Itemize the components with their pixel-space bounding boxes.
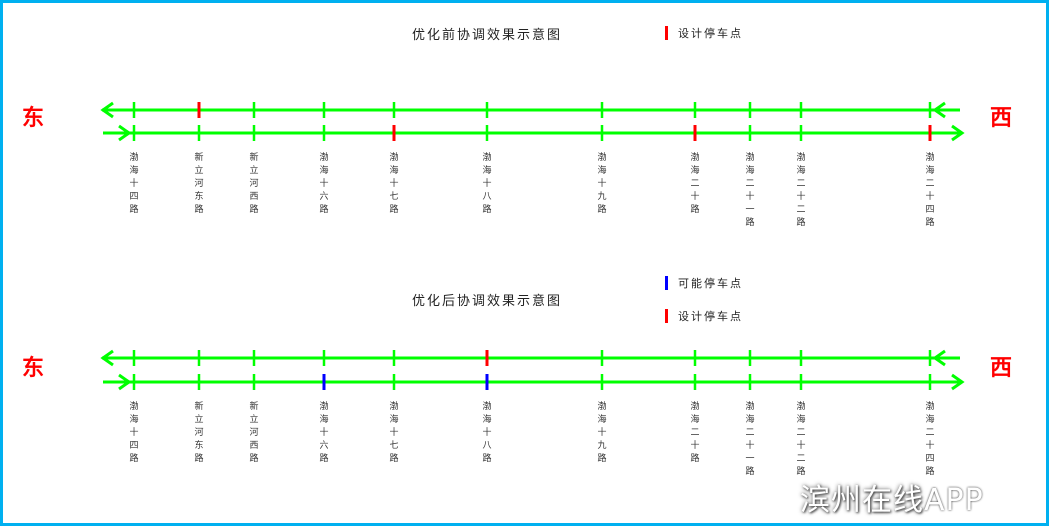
road-label: 渤海十七路: [389, 153, 399, 215]
road-label: 新立河东路: [194, 153, 204, 215]
road-label: 新立河西路: [249, 153, 259, 215]
road-label: 渤海十七路: [389, 402, 399, 464]
arrow-left-icon: [932, 349, 946, 367]
arrow-right-icon: [951, 124, 965, 142]
arrow-left-icon: [100, 101, 114, 119]
road-label: 渤海二十一路: [745, 402, 755, 477]
west-label: 西: [990, 356, 1013, 381]
arrow-right-icon: [118, 373, 132, 391]
east-label: 东: [22, 106, 45, 131]
road-label: 渤海二十路: [690, 402, 700, 464]
road-label: 新立河东路: [194, 402, 204, 464]
legend-label: 可能停车点: [678, 277, 743, 290]
red-stop-swatch-icon: [665, 26, 668, 40]
road-label: 渤海十九路: [597, 153, 607, 215]
before-title: 优化前协调效果示意图: [412, 28, 563, 43]
watermark-suffix: APP: [924, 483, 984, 518]
road-label: 渤海二十路: [690, 153, 700, 215]
legend-label: 设计停车点: [678, 310, 743, 323]
before-legend-design: 设计停车点: [665, 25, 743, 41]
road-label: 渤海二十一路: [745, 153, 755, 228]
road-label: 渤海十八路: [482, 153, 492, 215]
road-label: 渤海十四路: [129, 402, 139, 464]
arrow-right-icon: [951, 373, 965, 391]
arrow-left-icon: [100, 349, 114, 367]
watermark-logo: 滨州在线APP: [800, 486, 984, 516]
east-label: 东: [22, 356, 45, 381]
road-label: 渤海二十四路: [925, 153, 935, 228]
west-label: 西: [990, 106, 1013, 131]
road-label: 渤海二十二路: [796, 153, 806, 228]
road-label: 渤海十六路: [319, 153, 329, 215]
road-label: 渤海二十四路: [925, 402, 935, 477]
road-label: 渤海二十二路: [796, 402, 806, 477]
red-stop-swatch-icon: [665, 309, 668, 323]
road-label: 渤海十六路: [319, 402, 329, 464]
road-label: 新立河西路: [249, 402, 259, 464]
road-label: 渤海十四路: [129, 153, 139, 215]
watermark-text: 滨州在线: [800, 483, 924, 518]
blue-stop-swatch-icon: [665, 276, 668, 290]
road-label: 渤海十九路: [597, 402, 607, 464]
after-legend-possible: 可能停车点: [665, 275, 743, 291]
road-label: 渤海十八路: [482, 402, 492, 464]
arrow-right-icon: [118, 124, 132, 142]
after-legend-design: 设计停车点: [665, 308, 743, 324]
after-title: 优化后协调效果示意图: [412, 294, 563, 309]
legend-label: 设计停车点: [678, 27, 743, 40]
arrow-left-icon: [932, 101, 946, 119]
